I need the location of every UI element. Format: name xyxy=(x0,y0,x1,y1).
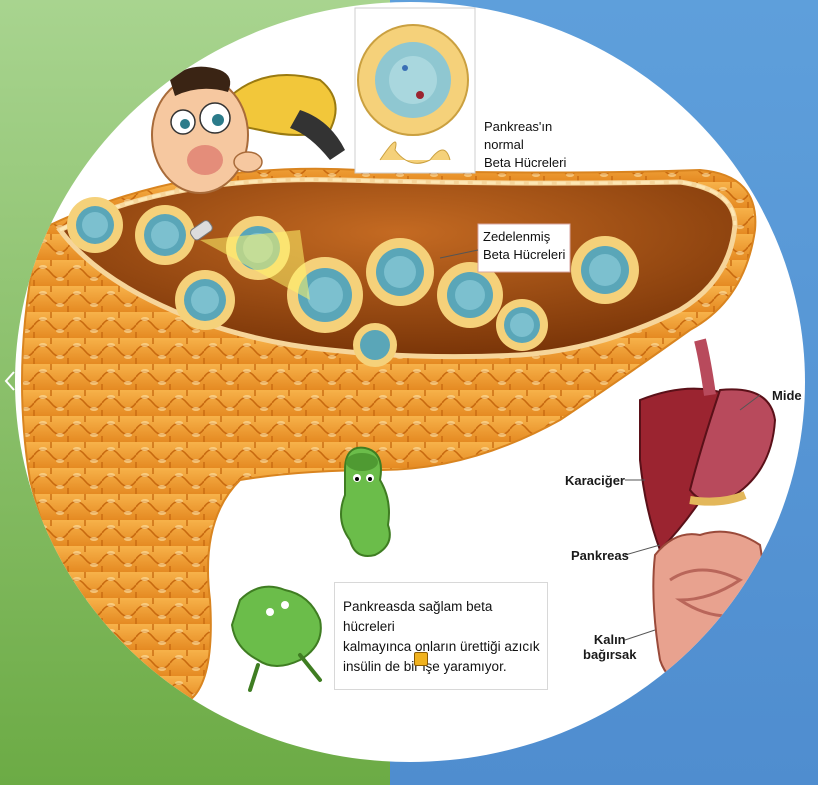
stop-sign-icon xyxy=(414,652,428,666)
caption-box: Pankreasda sağlam beta hücreleri kalmayı… xyxy=(334,582,548,690)
stomach-label: Mide xyxy=(772,388,802,403)
colon-label: Kalın bağırsak xyxy=(583,632,636,662)
liver-label: Karaciğer xyxy=(565,473,625,488)
normal-beta-cells-label: Pankreas'ın normal Beta Hücreleri xyxy=(484,118,566,172)
pancreas-label: Pankreas xyxy=(571,548,629,563)
normal-beta-cells-inset xyxy=(355,8,475,173)
damaged-beta-cells-label: Zedelenmiş Beta Hücreleri xyxy=(483,228,565,264)
caption-text: Pankreasda sağlam beta hücreleri kalmayı… xyxy=(335,583,547,677)
